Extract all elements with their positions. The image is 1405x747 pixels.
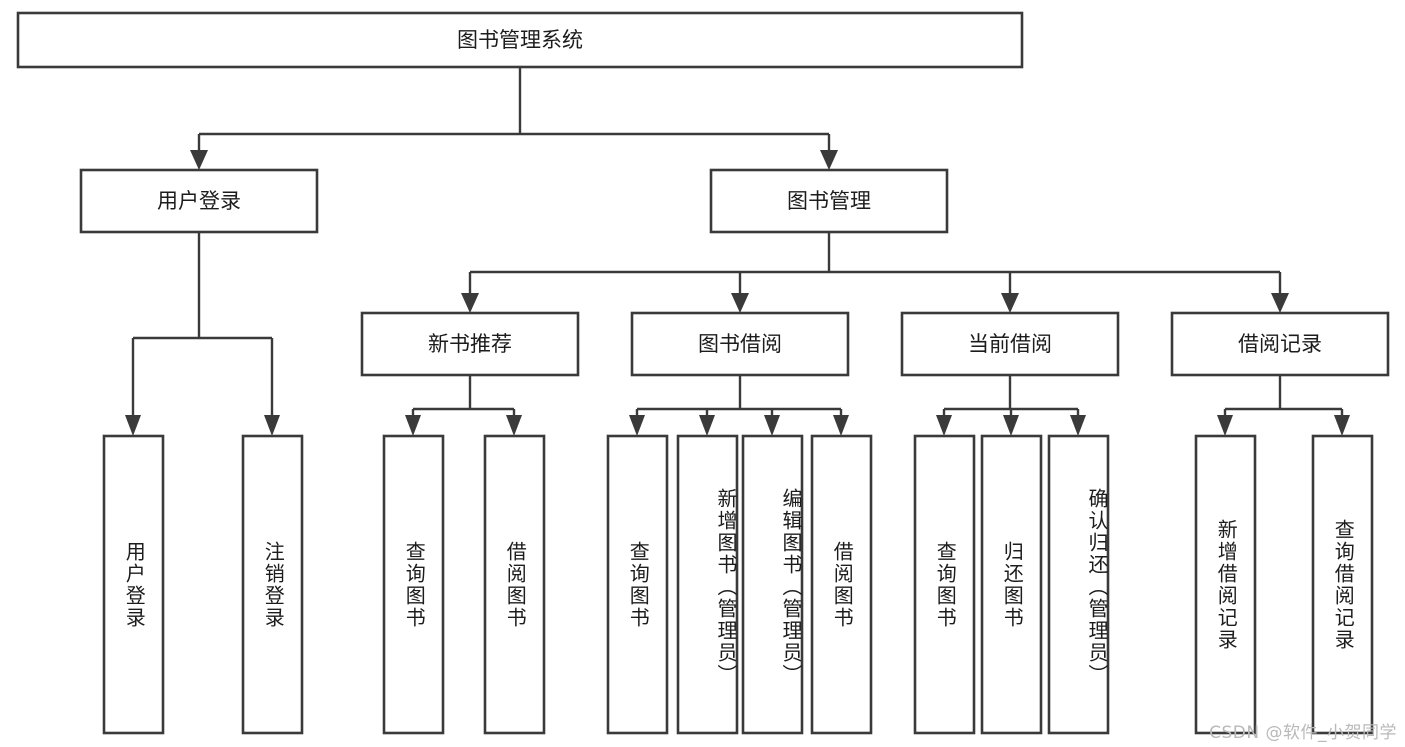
node-box-leaf-query-book-2[interactable] [606,434,669,735]
node-box-leaf-borrow-book-2[interactable] [810,434,873,735]
connector-group-current-borrow [936,375,1086,436]
csdn-watermark: CSDN @软件_小贺同学 [1209,723,1397,743]
connector-group-new-book-rec [405,375,522,436]
node-box-leaf-add-record[interactable] [1194,434,1257,735]
node-box-leaf-user-login[interactable] [102,434,165,735]
node-current-borrow[interactable]: 当前借阅 [900,311,1120,377]
node-box-leaf-edit-book[interactable] [741,434,804,735]
node-box-system-title[interactable] [16,11,1024,69]
arrowhead-leaf-add-record [1217,415,1233,436]
node-label-book-manage: 图书管理 [787,189,871,213]
arrowhead-book-manage [820,150,838,170]
connector-group-borrow-record [1217,375,1350,436]
node-label-current-borrow: 当前借阅 [968,332,1052,356]
arrowhead-new-book-rec [461,293,479,313]
node-user-login[interactable]: 用户登录 [79,168,319,234]
node-box-new-book-rec[interactable] [360,311,580,377]
arrowhead-leaf-query-record [1334,415,1350,436]
arrowhead-leaf-borrow-book-2 [833,415,849,436]
node-label-book-borrow: 图书借阅 [698,332,782,356]
arrowhead-leaf-return-book [1003,415,1019,436]
arrowhead-leaf-confirm-return [1070,415,1086,436]
connector-group-user-login [125,232,280,436]
arrowhead-borrow-record [1271,293,1289,313]
node-box-current-borrow[interactable] [900,311,1120,377]
arrowhead-leaf-user-logout [264,415,280,436]
arrowhead-user-login [190,150,208,170]
node-box-leaf-confirm-return[interactable] [1047,434,1110,735]
node-box-book-borrow[interactable] [630,311,850,377]
node-box-user-login[interactable] [79,168,319,234]
node-box-leaf-query-book-3[interactable] [913,434,976,735]
arrowhead-leaf-query-book-3 [936,415,952,436]
connector-group-root [190,67,838,170]
arrowhead-book-borrow [731,293,749,313]
node-label-borrow-record: 借阅记录 [1238,332,1322,356]
arrowhead-leaf-query-book-1 [405,415,421,436]
node-borrow-record[interactable]: 借阅记录 [1170,311,1390,377]
node-book-manage[interactable]: 图书管理 [709,168,949,234]
connector-group-book-manage [461,232,1289,313]
connector-group-book-borrow [629,375,849,436]
arrowhead-leaf-user-login [125,415,141,436]
node-box-leaf-add-book[interactable] [676,434,739,735]
arrowhead-leaf-borrow-book-1 [506,415,522,436]
node-box-leaf-return-book[interactable] [980,434,1043,735]
node-system-title[interactable]: 图书管理系统 [16,11,1024,69]
arrowhead-current-borrow [1001,293,1019,313]
node-label-new-book-rec: 新书推荐 [428,332,512,356]
arrowhead-leaf-query-book-2 [629,415,645,436]
node-box-leaf-user-logout[interactable] [241,434,304,735]
node-box-borrow-record[interactable] [1170,311,1390,377]
node-box-leaf-query-record[interactable] [1311,434,1374,735]
arrowhead-leaf-add-book [699,415,715,436]
arrowhead-leaf-edit-book [764,415,780,436]
node-box-leaf-query-book-1[interactable] [382,434,445,735]
node-book-borrow[interactable]: 图书借阅 [630,311,850,377]
node-label-system-title: 图书管理系统 [457,28,583,52]
node-new-book-rec[interactable]: 新书推荐 [360,311,580,377]
node-label-user-login: 用户登录 [157,189,241,213]
node-box-leaf-borrow-book-1[interactable] [483,434,546,735]
node-box-book-manage[interactable] [709,168,949,234]
